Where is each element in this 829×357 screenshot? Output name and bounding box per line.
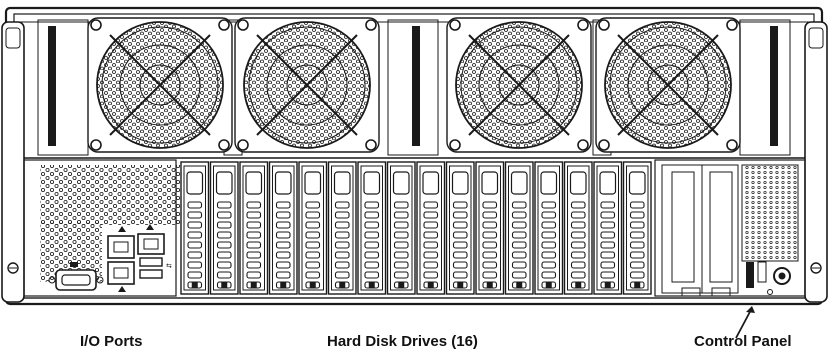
drive-bay (209, 161, 239, 295)
rack-screw-icon (810, 262, 822, 274)
left-rack-ear (1, 21, 25, 303)
drive-bay (622, 161, 652, 295)
control-panel-label: Control Panel (694, 333, 792, 350)
control-panel (654, 159, 806, 297)
fan-row (87, 17, 741, 153)
drive-bay-group (180, 161, 652, 295)
lan-port-2 (107, 261, 135, 292)
right-rack-ear (804, 21, 828, 303)
drive-bay (268, 161, 298, 295)
drive-bay (180, 161, 210, 295)
usb-ports: ⇆ (139, 257, 172, 279)
ipmi-lan-port (137, 224, 165, 255)
drive-bay (475, 161, 505, 295)
hard-disk-drives-label: Hard Disk Drives (16) (327, 333, 478, 350)
drive-bay (593, 161, 623, 295)
drive-bay (386, 161, 416, 295)
drive-bay (239, 161, 269, 295)
io-panel: ⇆ (23, 159, 180, 297)
drive-bay (357, 161, 387, 295)
drive-bay (298, 161, 328, 295)
drive-bay (416, 161, 446, 295)
fan-icon (234, 17, 380, 153)
io-ports-label: I/O Ports (80, 333, 143, 350)
drive-bay (445, 161, 475, 295)
fan-icon (87, 17, 233, 153)
vga-port (48, 262, 104, 291)
control-panel-leader (735, 306, 755, 339)
power-button-icon (773, 267, 791, 285)
drive-bay (534, 161, 564, 295)
rack-screw-icon (7, 262, 19, 274)
fan-icon (595, 17, 741, 153)
svg-text:⇆: ⇆ (166, 263, 172, 270)
drive-bay (563, 161, 593, 295)
drive-bay (327, 161, 357, 295)
lan-port-1 (107, 226, 135, 259)
fan-icon (446, 17, 592, 153)
drive-bay (504, 161, 534, 295)
